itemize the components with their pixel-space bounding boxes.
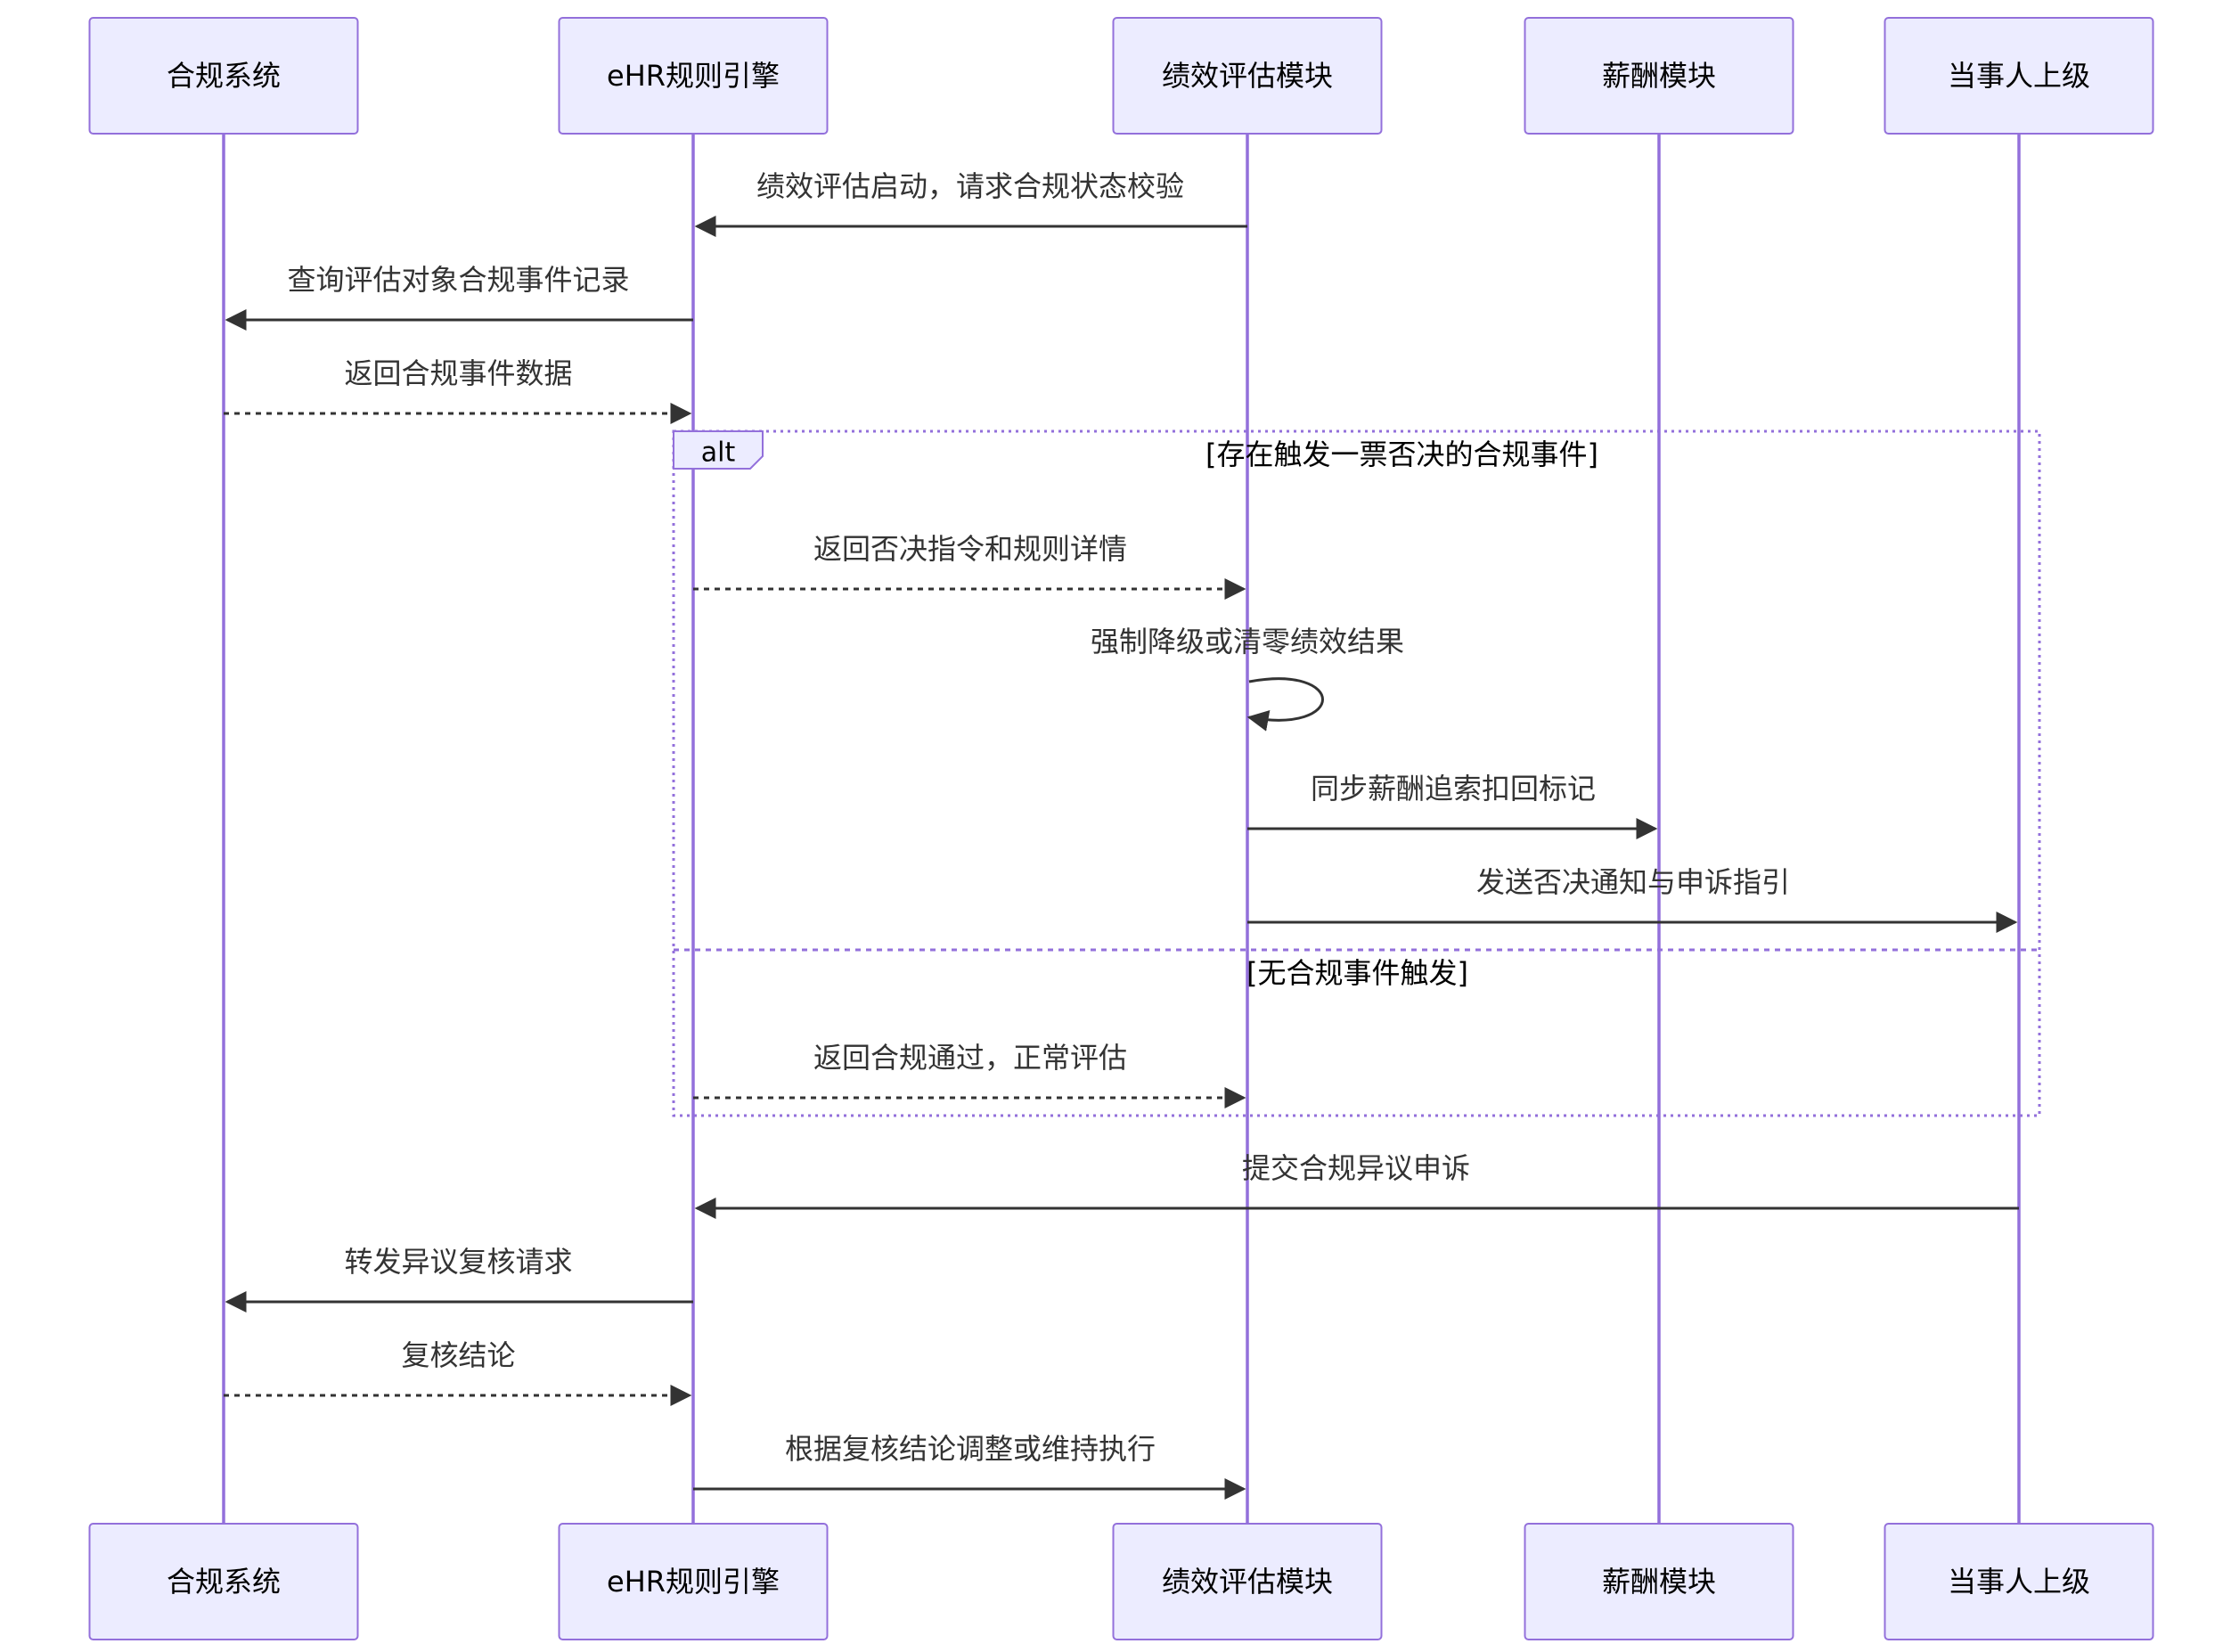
message-7: 发送否决通知与申诉指引 bbox=[1247, 865, 2018, 933]
message-label: 绩效评估启动，请求合规状态校验 bbox=[756, 169, 1184, 203]
actor-box bbox=[1524, 1523, 1794, 1640]
actor-label: 当事人上级 bbox=[1948, 59, 2090, 93]
alt-condition-1: [存在触发一票否决的合规事件] bbox=[1205, 438, 1598, 471]
message-label: 根据复核结论调整或维持执行 bbox=[785, 1432, 1156, 1466]
actor-pay-bottom: 薪酬模块 bbox=[1524, 1523, 1794, 1640]
actor-boss-bottom: 当事人上级 bbox=[1884, 1523, 2154, 1640]
message-arrow bbox=[1246, 677, 1324, 732]
actor-box bbox=[558, 17, 829, 135]
message-label: 提交合规异议申诉 bbox=[1242, 1151, 1470, 1185]
actor-ehr-bottom: eHR规则引擎 bbox=[558, 1523, 829, 1640]
actor-box bbox=[1884, 1523, 2154, 1640]
alt-frame: alt [存在触发一票否决的合规事件] [无合规事件触发] bbox=[672, 429, 2041, 1117]
message-label: 返回否决指令和规则详情 bbox=[813, 532, 1127, 566]
alt-frame-border bbox=[672, 429, 2041, 1117]
actor-box bbox=[1112, 17, 1383, 135]
message-label: 强制降级或清零绩效结果 bbox=[1091, 625, 1404, 658]
actor-box bbox=[1524, 17, 1794, 135]
alt-frame-label: alt bbox=[701, 438, 736, 469]
message-label: 返回合规通过，正常评估 bbox=[813, 1041, 1127, 1075]
actor-compliance-top: 合规系统 bbox=[88, 17, 359, 135]
alt-condition-2: [无合规事件触发] bbox=[1246, 956, 1468, 990]
actor-pay-top: 薪酬模块 bbox=[1524, 17, 1794, 135]
actor-label: 绩效评估模块 bbox=[1162, 59, 1333, 93]
message-1: 绩效评估启动，请求合规状态校验 bbox=[694, 169, 1247, 237]
actor-box bbox=[88, 1523, 359, 1640]
message-3: 返回合规事件数据 bbox=[224, 356, 692, 424]
message-4: 返回否决指令和规则详情 bbox=[693, 532, 1246, 600]
actor-perf-top: 绩效评估模块 bbox=[1112, 17, 1383, 135]
actor-box bbox=[1884, 17, 2154, 135]
actor-boss-top: 当事人上级 bbox=[1884, 17, 2154, 135]
actor-label: eHR规则引擎 bbox=[607, 59, 780, 93]
actor-label: 薪酬模块 bbox=[1602, 59, 1716, 93]
message-label: 发送否决通知与申诉指引 bbox=[1476, 865, 1790, 899]
actor-box bbox=[1112, 1523, 1383, 1640]
message-label: 复核结论 bbox=[401, 1338, 515, 1372]
message-label: 转发异议复核请求 bbox=[344, 1245, 572, 1279]
alt-frame-tab bbox=[673, 430, 764, 470]
actor-label: 合规系统 bbox=[167, 1565, 281, 1599]
message-label: 查询评估对象合规事件记录 bbox=[287, 263, 629, 297]
message-label: 返回合规事件数据 bbox=[344, 356, 572, 390]
message-12: 根据复核结论调整或维持执行 bbox=[693, 1432, 1246, 1500]
message-label: 同步薪酬追索扣回标记 bbox=[1311, 772, 1596, 806]
actor-label: eHR规则引擎 bbox=[607, 1565, 780, 1599]
message-9: 提交合规异议申诉 bbox=[694, 1151, 2019, 1219]
actor-label: 薪酬模块 bbox=[1602, 1565, 1716, 1599]
message-2: 查询评估对象合规事件记录 bbox=[225, 263, 693, 331]
actor-box bbox=[558, 1523, 829, 1640]
message-11: 复核结论 bbox=[224, 1338, 692, 1406]
actor-label: 当事人上级 bbox=[1948, 1565, 2090, 1599]
actor-label: 绩效评估模块 bbox=[1162, 1565, 1333, 1599]
actor-box bbox=[88, 17, 359, 135]
message-10: 转发异议复核请求 bbox=[225, 1245, 693, 1313]
message-5: 强制降级或清零绩效结果 bbox=[1091, 625, 1404, 732]
message-6: 同步薪酬追索扣回标记 bbox=[1247, 772, 1658, 839]
actor-ehr-top: eHR规则引擎 bbox=[558, 17, 829, 135]
message-8: 返回合规通过，正常评估 bbox=[693, 1041, 1246, 1108]
actor-label: 合规系统 bbox=[167, 59, 281, 93]
actor-perf-bottom: 绩效评估模块 bbox=[1112, 1523, 1383, 1640]
actor-compliance-bottom: 合规系统 bbox=[88, 1523, 359, 1640]
